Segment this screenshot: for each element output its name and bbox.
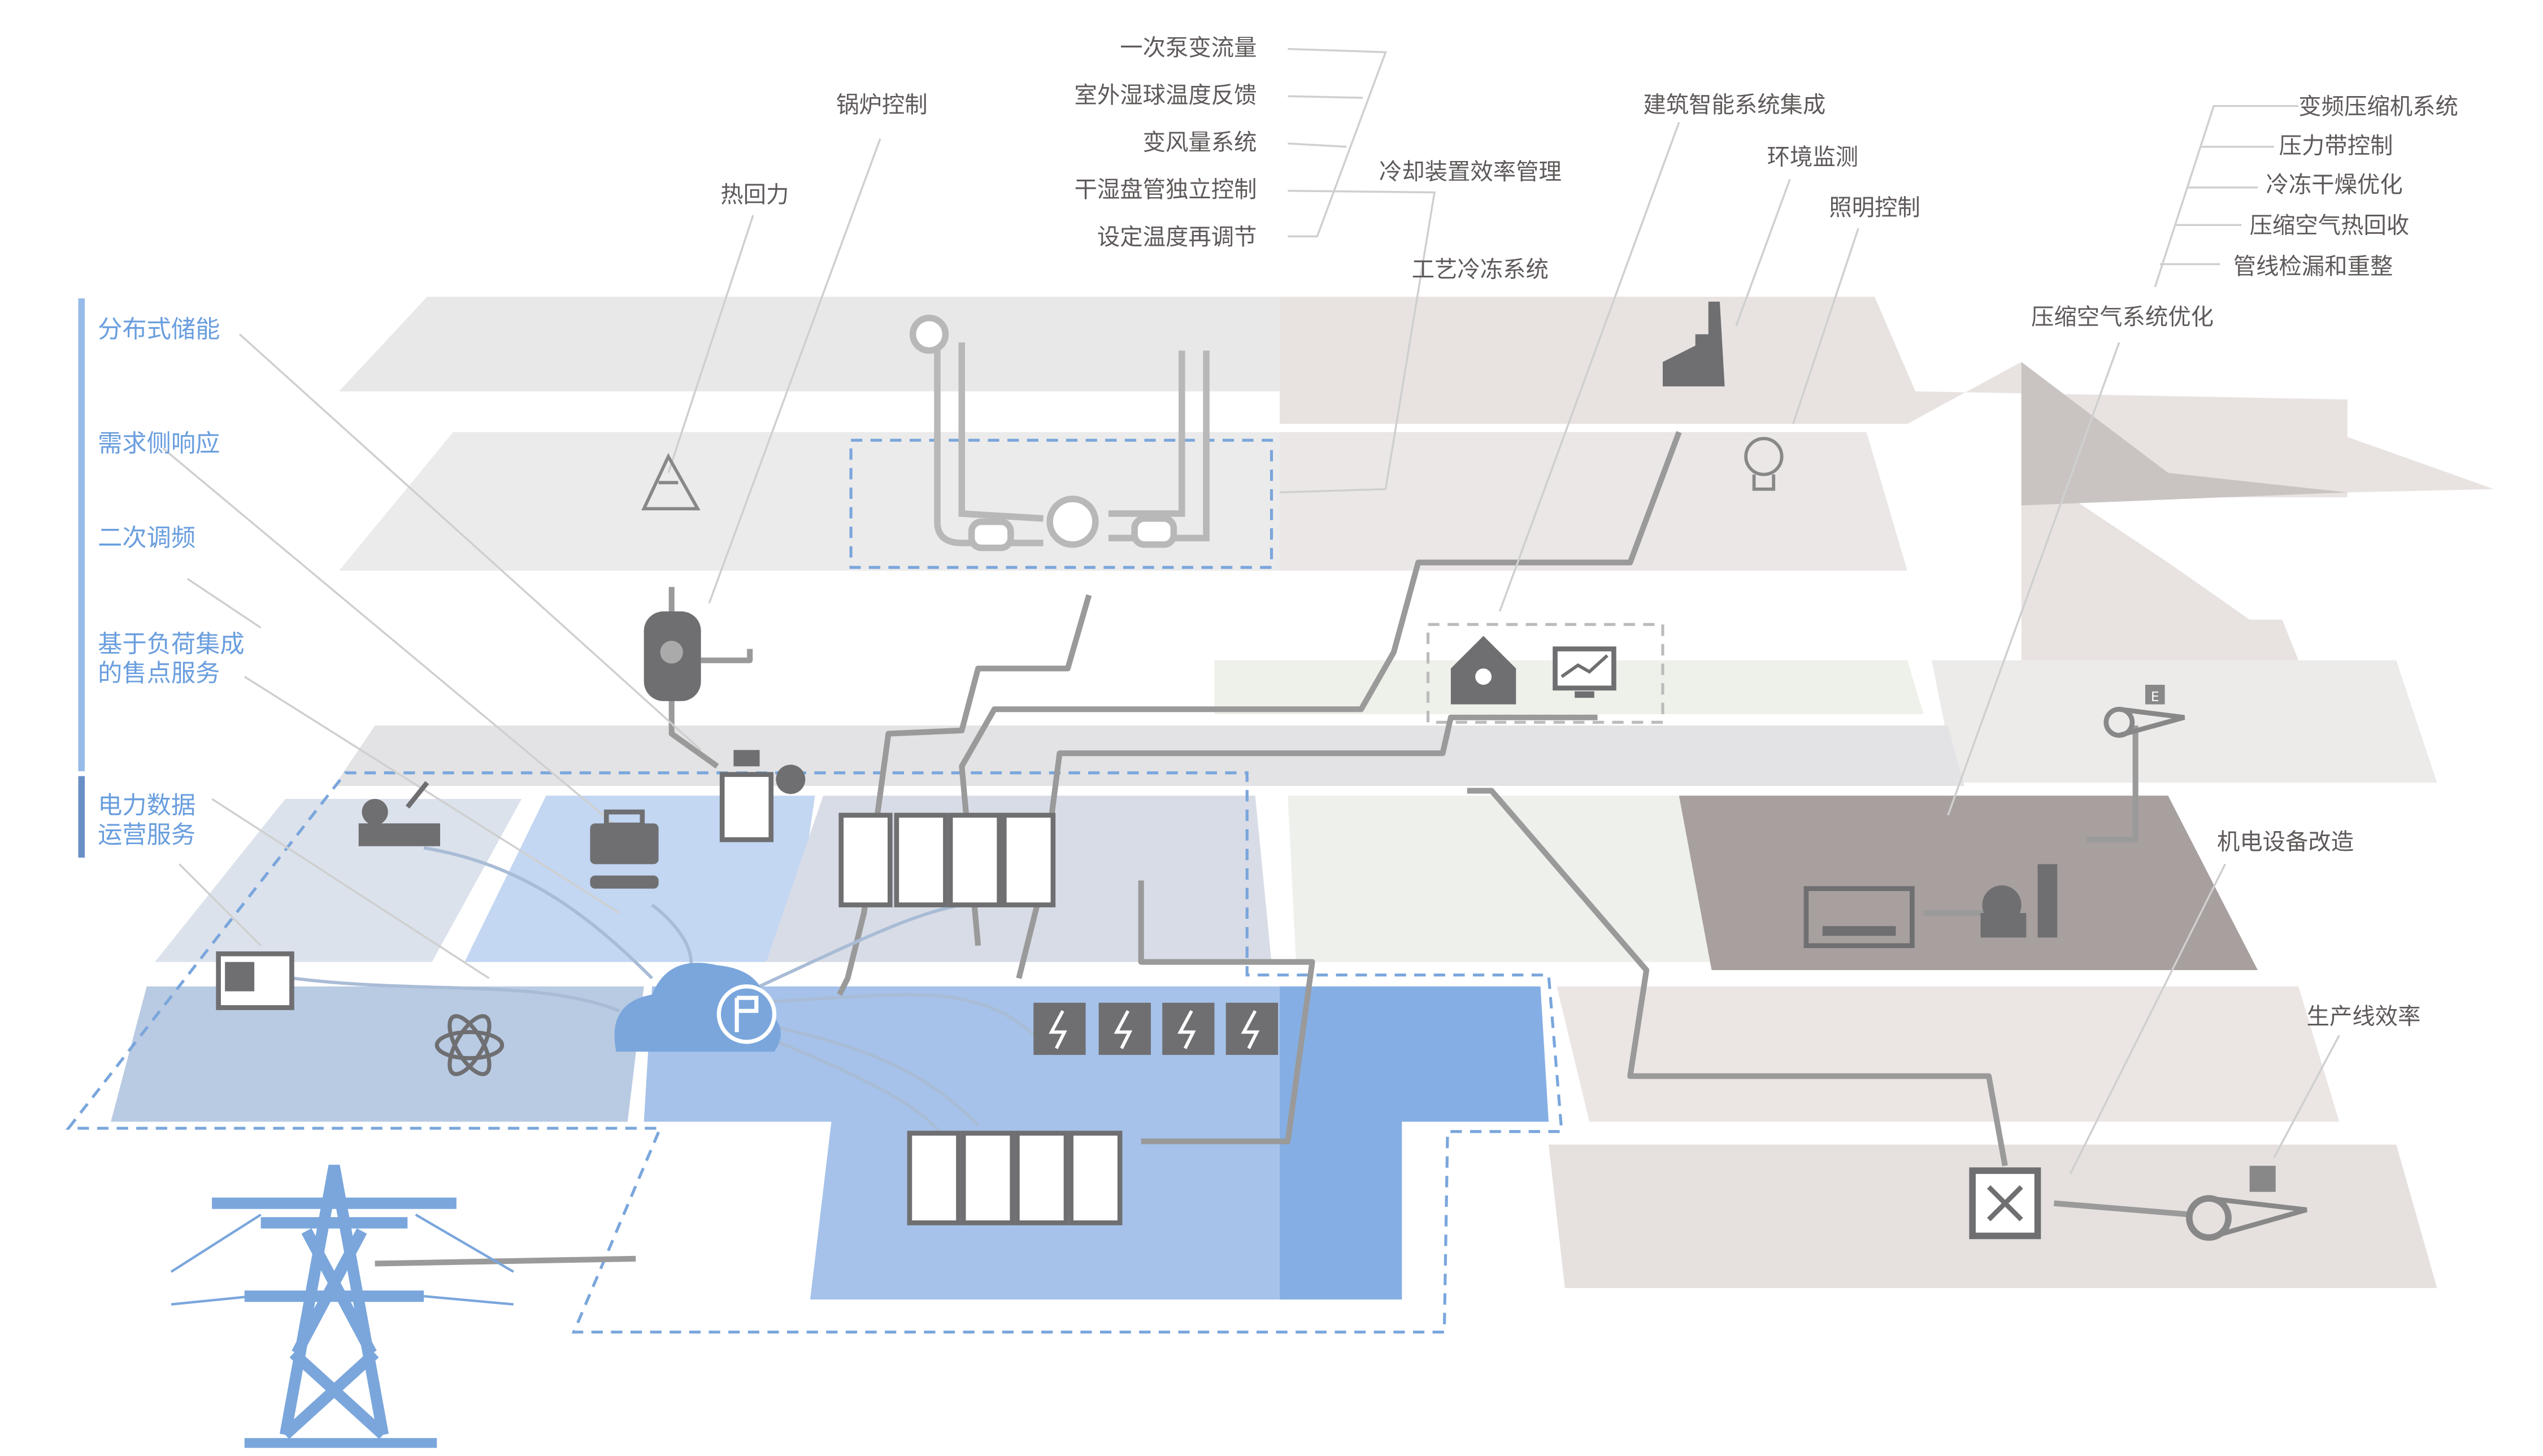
lower-right-a — [1557, 986, 2340, 1122]
label-production-line: 生产线效率 — [2307, 1003, 2421, 1029]
pipes — [375, 431, 2193, 1267]
toolbox-icon — [590, 809, 659, 889]
label-load-service-2: 的售点服务 — [98, 659, 220, 688]
battery-icon — [1033, 1002, 1279, 1055]
dark-brown-panel — [1679, 796, 2258, 971]
badge-e: E — [2151, 690, 2159, 705]
second-layer-right — [1279, 432, 1907, 571]
label-cooling-efficiency: 冷却装置效率管理 — [1379, 158, 1562, 185]
left-blue-bottom — [111, 986, 644, 1122]
building-dashed-box — [1426, 623, 1664, 724]
label-distributed-storage: 分布式储能 — [98, 315, 220, 344]
left-bar-dark — [78, 776, 85, 858]
server-rack-icon — [838, 812, 1123, 1225]
label-heat-recovery: 热回力 — [720, 181, 789, 208]
plug-icon — [719, 750, 806, 842]
boiler-icon — [644, 611, 753, 701]
label-wetbulb: 室外湿球温度反馈 — [1075, 82, 1257, 108]
label-coil: 干湿盘管独立控制 — [1075, 176, 1257, 203]
label-power-data-2: 运营服务 — [98, 821, 195, 849]
label-building-integration: 建筑智能系统集成 — [1643, 92, 1825, 118]
label-process-refrigeration: 工艺冷冻系统 — [1412, 257, 1549, 283]
label-compressed-air: 压缩空气系统优化 — [2031, 303, 2214, 330]
label-load-service-1: 基于负荷集成 — [98, 630, 245, 658]
smart-home-icon — [1450, 636, 1516, 705]
third-layer-far — [1932, 660, 2437, 783]
control-panel-icon — [216, 951, 294, 1010]
label-environment: 环境监测 — [1767, 144, 1858, 170]
motor-repair-icon — [1969, 1166, 2307, 1241]
right-pale-d — [1288, 796, 1712, 962]
label-vfd-compressor: 变频压缩机系统 — [2298, 93, 2458, 120]
compressor-icon — [1803, 864, 2058, 949]
power-tower-icon — [170, 1164, 514, 1448]
label-secondary-frequency: 二次调频 — [98, 524, 195, 553]
chiller-loop-icon — [909, 314, 1210, 551]
label-boiler-control: 锅炉控制 — [836, 92, 927, 118]
leader-lines — [162, 47, 2340, 1175]
factory-icon — [1662, 301, 1725, 386]
recycle-icon — [641, 453, 701, 511]
layer-planes — [65, 297, 2494, 1334]
label-pressure-band: 压力带控制 — [2279, 132, 2393, 159]
label-vav: 变风量系统 — [1143, 129, 1257, 155]
top-layer — [339, 297, 1280, 392]
label-reset: 设定温度再调节 — [1097, 224, 1257, 250]
label-pump: 一次泵变流量 — [1120, 34, 1257, 61]
cloud-connections — [293, 846, 1045, 1142]
left-bar-light — [78, 298, 85, 771]
lightbulb-icon — [1744, 437, 1784, 491]
grid-boundary-dashed — [65, 771, 1563, 1334]
atom-icon — [434, 1014, 505, 1076]
second-layer — [339, 432, 1280, 571]
label-power-data-1: 电力数据 — [98, 792, 195, 820]
satellite-station-icon — [358, 781, 441, 846]
label-dryer: 冷冻干燥优化 — [2266, 172, 2403, 198]
belt-motor-icon — [2103, 685, 2185, 738]
label-electromechanical: 机电设备改造 — [2217, 828, 2354, 855]
label-leak: 管线检漏和重整 — [2233, 253, 2393, 280]
top-layer-right — [1279, 297, 2494, 660]
cloud-icon — [614, 962, 781, 1052]
label-heat-recovery-air: 压缩空气热回收 — [2250, 212, 2410, 239]
label-demand-response: 需求侧响应 — [98, 429, 220, 458]
label-lighting: 照明控制 — [1829, 194, 1920, 221]
dark-block — [2021, 362, 2348, 506]
monitor-chart-icon — [1553, 646, 1616, 698]
right-blue — [1279, 986, 1549, 1299]
